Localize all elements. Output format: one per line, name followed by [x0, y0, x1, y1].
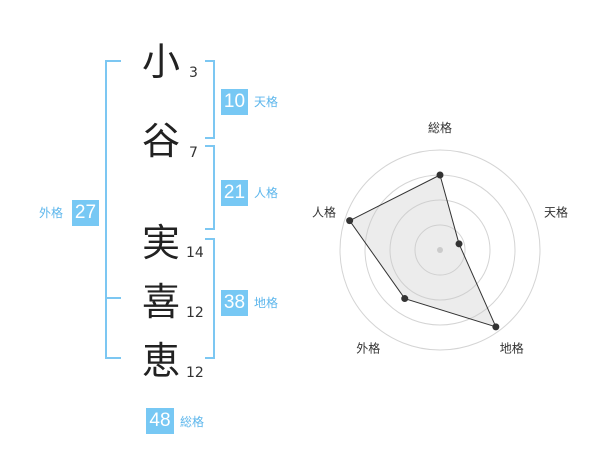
stroke-count-2: 7 [189, 145, 198, 161]
radar-point-1 [436, 171, 444, 179]
tenkaku-value-badge: 10 [221, 89, 248, 115]
radar-point-2 [455, 240, 463, 248]
radar-axis-label: 人格 [312, 204, 336, 219]
stroke-count-1: 3 [189, 65, 198, 81]
name-char-2: 谷 [141, 119, 180, 163]
gaikaku-value-badge: 27 [72, 200, 99, 226]
gaikaku-label: 外格 [39, 206, 64, 220]
radar-grid-ring [389, 199, 491, 301]
chikaku-label: 地格 [254, 296, 279, 310]
jinkaku-label: 人格 [254, 186, 279, 200]
jinkaku-value-badge: 21 [221, 180, 248, 206]
radar-axis-label: 外格 [356, 341, 380, 356]
radar-point-5 [346, 217, 354, 225]
radar-grid-ring [339, 149, 541, 351]
stroke-count-5: 12 [186, 365, 204, 381]
stroke-count-4: 12 [186, 305, 204, 321]
name-char-1: 小 [141, 40, 180, 84]
stroke-count-3: 14 [186, 245, 204, 261]
radar-grid-ring [414, 224, 466, 276]
radar-point-4 [401, 295, 409, 303]
tenkaku-label: 天格 [254, 95, 279, 109]
soukaku-value-badge: 48 [146, 408, 174, 434]
radar-axis-label: 天格 [544, 204, 568, 219]
radar-point-3 [492, 323, 500, 331]
radar-axis-label: 総格 [428, 120, 452, 135]
radar-axis-label: 地格 [500, 341, 524, 356]
chikaku-value-badge: 38 [221, 290, 248, 316]
name-char-3: 実 [141, 221, 180, 265]
radar-center-dot [437, 247, 443, 253]
name-char-4: 喜 [141, 280, 180, 324]
radar-series-polygon [348, 174, 497, 328]
name-char-5: 恵 [141, 339, 180, 383]
soukaku-label: 総格 [180, 415, 205, 429]
